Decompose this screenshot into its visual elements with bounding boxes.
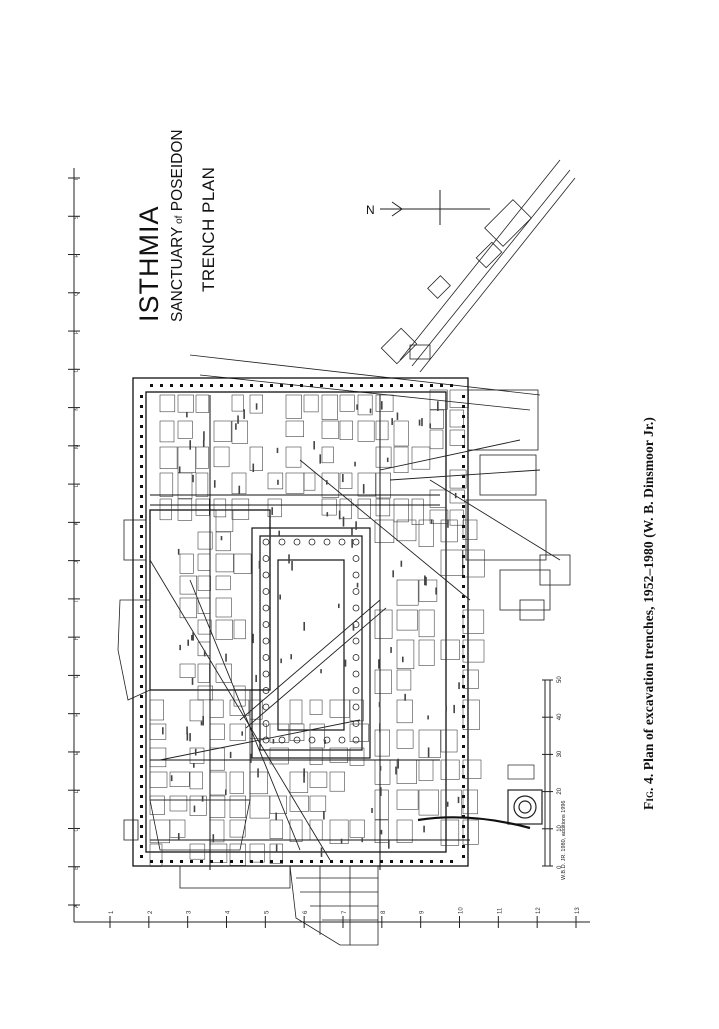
curved-wall [417, 816, 531, 830]
grid-letter-L: L [74, 484, 80, 487]
grid-letter-M: M [74, 445, 80, 449]
north-label: N [366, 203, 375, 217]
scale-number-20: 20 [557, 787, 563, 794]
plan-title: ISTHMIA [134, 205, 164, 322]
plan-subtitle: SANCTUARY of POSEIDON [169, 129, 186, 322]
trench-labels [162, 401, 460, 857]
grid-letter-A: A [74, 904, 80, 908]
north-arrow-icon: N [366, 190, 490, 225]
grid-number-5: 5 [264, 910, 270, 914]
grid-number-7: 7 [342, 910, 348, 914]
title-block: ISTHMIA SANCTUARY of POSEIDON TRENCH PLA… [134, 129, 218, 322]
grid-number-11: 11 [497, 907, 503, 914]
east-trenches [465, 389, 571, 621]
plan-heading: TRENCH PLAN [199, 167, 218, 292]
grid-letter-B: B [74, 866, 80, 870]
trench-grid [140, 384, 485, 870]
grid-number-8: 8 [381, 910, 387, 914]
grid-letter-K: K [74, 521, 80, 525]
grid-number-6: 6 [303, 910, 309, 914]
figure-caption: Fig. 4. Plan of excavation trenches, 195… [636, 370, 662, 810]
letter-ticks: T S R Q P O N M L K J I H G F E D C B A [68, 177, 80, 908]
grid-letter-I: I [74, 601, 80, 602]
grid-letter-J: J [74, 561, 80, 564]
grid-letter-Q: Q [74, 292, 80, 296]
diagonal-trenches [149, 439, 561, 861]
west-trenches [117, 519, 251, 851]
grid-number-4: 4 [226, 910, 232, 914]
northeast-trenches [189, 159, 576, 411]
scale-ticks: 0 10 20 30 40 50 [542, 676, 563, 869]
grid-letter-C: C [74, 827, 80, 831]
grid-letter-G: G [74, 674, 80, 678]
grid-number-1: 1 [109, 910, 115, 914]
round-structure [507, 764, 543, 825]
scale-number-40: 40 [557, 713, 563, 720]
grid-number-12: 12 [536, 907, 542, 914]
scale-number-50: 50 [557, 676, 563, 683]
grid-letter-H: H [74, 636, 80, 640]
grid-number-9: 9 [420, 910, 426, 914]
grid-number-13: 13 [575, 907, 581, 914]
figure-number: Fig. 4. [641, 773, 656, 810]
grid-number-3: 3 [187, 910, 193, 914]
scale-number-30: 30 [557, 750, 563, 757]
grid-letter-P: P [74, 330, 80, 334]
grid-number-2: 2 [148, 910, 154, 914]
grid-letter-N: N [74, 407, 80, 411]
grid-letter-E: E [74, 751, 80, 755]
grid-number-10: 10 [459, 907, 465, 914]
drawing-credit: W.B.D. JR. 1980, additions 1996 [561, 801, 567, 881]
grid-letter-S: S [74, 215, 80, 219]
grid-letter-F: F [74, 714, 80, 717]
temple-plan [251, 527, 371, 759]
grid-letter-O: O [74, 368, 80, 372]
scale-number-10: 10 [557, 824, 563, 831]
figure-caption-text: Plan of excavation trenches, 1952–1980 (… [641, 417, 656, 771]
grid-letter-D: D [74, 789, 80, 793]
scale-bar [544, 680, 551, 866]
temple-columns [262, 538, 360, 744]
scale-number-0: 0 [557, 865, 563, 869]
grid-letter-T: T [74, 178, 80, 181]
south-trenches [179, 865, 379, 946]
grid-letter-R: R [74, 254, 80, 258]
